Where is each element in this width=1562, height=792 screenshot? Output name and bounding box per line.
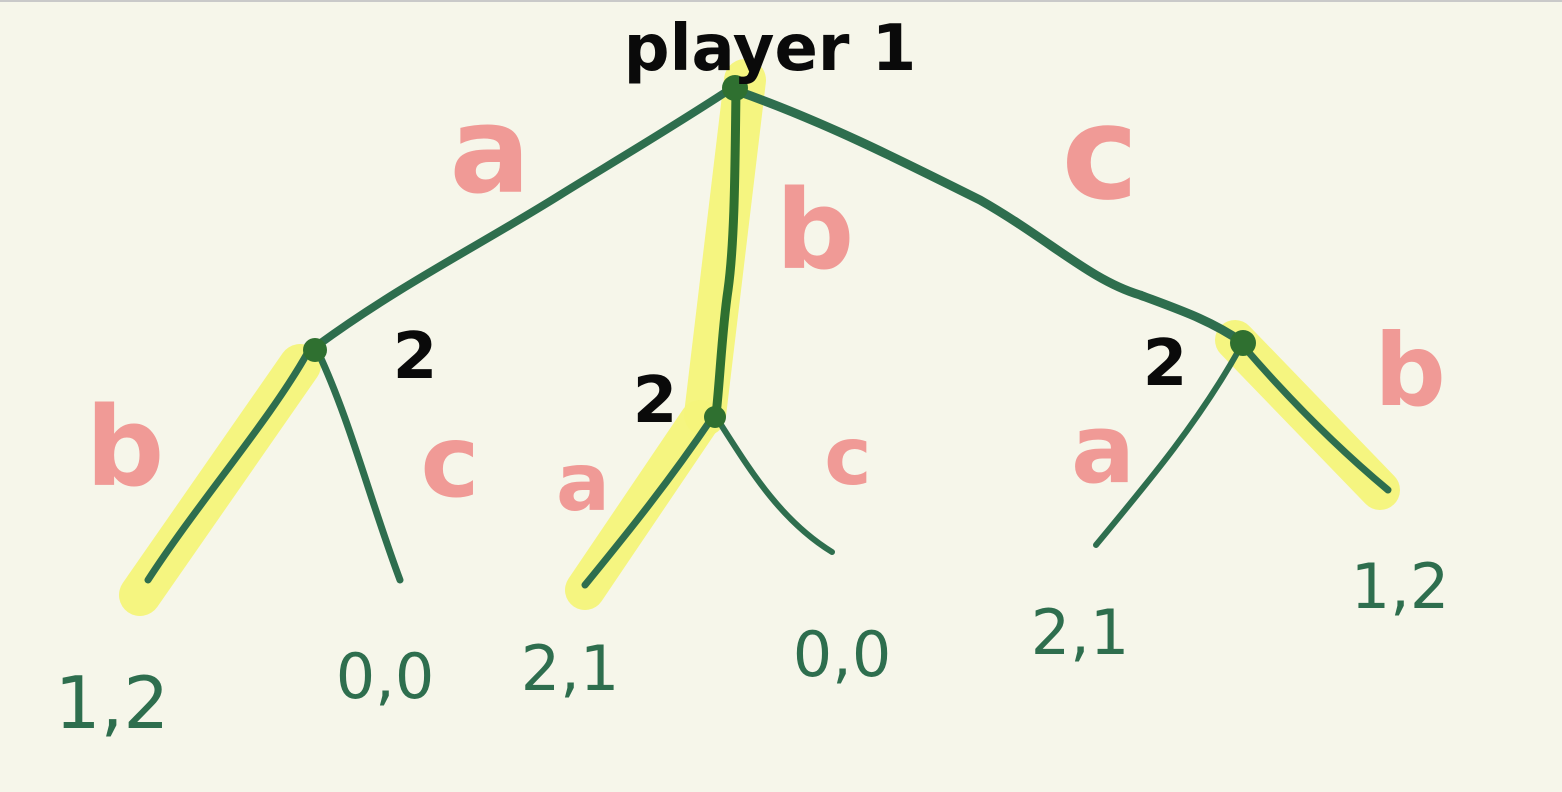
root-action-c: c xyxy=(1061,77,1138,229)
edge-middle-a xyxy=(581,414,716,589)
right-action-b: b xyxy=(1374,312,1446,429)
edge-left-b xyxy=(144,348,312,584)
right-node xyxy=(1230,330,1256,356)
node-layer xyxy=(303,75,1256,428)
left-action-b: b xyxy=(86,383,165,511)
right-player-label: 2 xyxy=(1143,327,1188,401)
root-node xyxy=(722,75,748,101)
action-labels: a b c b c a c a b xyxy=(86,77,1446,529)
edge-root-c xyxy=(735,87,1247,347)
payoff-middle-c: 0,0 xyxy=(793,618,892,691)
edge-root-a xyxy=(314,84,736,349)
root-player-label: player 1 xyxy=(624,12,916,86)
root-action-a: a xyxy=(450,82,531,221)
middle-node xyxy=(704,406,726,428)
payoff-labels: 1,2 0,0 2,1 0,0 2,1 1,2 xyxy=(55,550,1450,745)
payoff-left-b: 1,2 xyxy=(55,661,170,745)
top-border xyxy=(0,0,1562,2)
payoff-middle-a: 2,1 xyxy=(521,632,620,705)
left-node xyxy=(303,338,327,362)
middle-action-c: c xyxy=(824,410,871,503)
middle-player-label: 2 xyxy=(633,364,678,438)
right-action-a: a xyxy=(1071,395,1135,505)
middle-action-a: a xyxy=(556,436,610,529)
root-action-b: b xyxy=(776,166,855,294)
left-action-c: c xyxy=(420,403,479,520)
edge-right-a xyxy=(1093,345,1243,548)
edge-layer xyxy=(144,84,1392,589)
payoff-right-b: 1,2 xyxy=(1351,550,1450,623)
edge-root-b xyxy=(711,85,741,420)
edge-middle-c xyxy=(715,417,835,555)
payoff-right-a: 2,1 xyxy=(1031,596,1130,669)
player-labels: player 1 2 2 2 xyxy=(393,12,1188,438)
edge-right-b xyxy=(1241,344,1392,494)
payoff-left-c: 0,0 xyxy=(336,640,435,713)
left-player-label: 2 xyxy=(393,320,438,394)
edge-left-c xyxy=(314,348,404,584)
